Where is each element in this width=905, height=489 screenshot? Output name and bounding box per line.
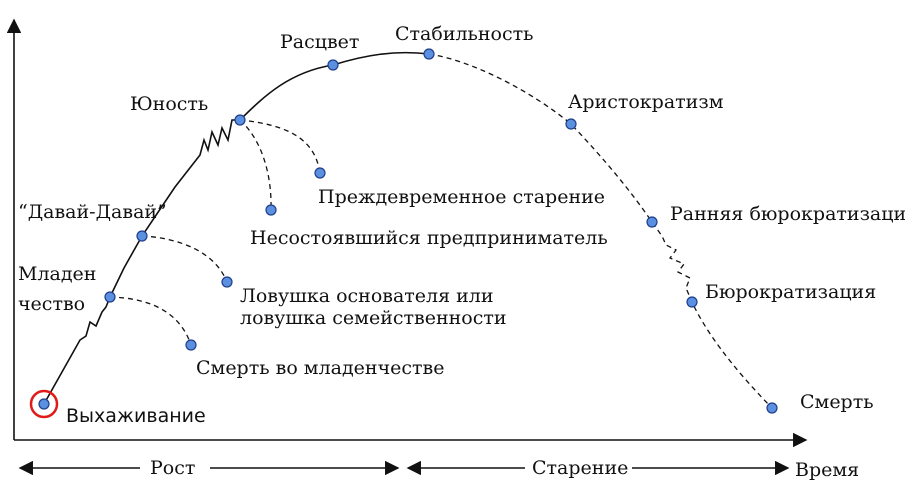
node-survival bbox=[38, 398, 50, 410]
node-aristocracy bbox=[565, 118, 577, 130]
node-gogo bbox=[136, 230, 148, 242]
label-infant-mortality: Смерть во младенчестве bbox=[196, 357, 444, 379]
node-premature-aging bbox=[314, 167, 326, 179]
label-unfulfilled: Несостоявшийся предприниматель bbox=[250, 227, 608, 249]
node-founder-trap bbox=[221, 276, 233, 288]
label-bureaucracy: Бюрократизация bbox=[705, 281, 876, 303]
label-time: Время bbox=[795, 459, 859, 481]
node-youth bbox=[234, 114, 246, 126]
label-infancy-2: чество bbox=[18, 293, 85, 315]
node-stability bbox=[423, 48, 435, 60]
growth-curve bbox=[43, 51, 430, 405]
label-prime: Расцвет bbox=[280, 31, 359, 53]
aging-curve bbox=[428, 53, 773, 409]
survival-highlight bbox=[29, 389, 59, 419]
label-early-bureaucracy: Ранняя бюрократизаци bbox=[670, 203, 905, 225]
label-growth: Рост bbox=[150, 457, 195, 479]
label-aging: Старение bbox=[532, 457, 628, 479]
node-bureaucracy bbox=[686, 296, 698, 308]
branch-infant-mortality bbox=[109, 296, 192, 346]
label-youth: Юность bbox=[130, 93, 208, 115]
label-survival: Выхаживание bbox=[66, 405, 206, 427]
branch-premature-aging bbox=[239, 119, 321, 174]
label-founder-trap-1: Ловушка основателя или bbox=[240, 285, 494, 307]
label-aristocracy: Аристократизм bbox=[568, 91, 724, 113]
node-prime bbox=[327, 59, 339, 71]
label-founder-trap-2: ловушка семейственности bbox=[240, 307, 507, 329]
branch-unfulfilled bbox=[239, 119, 272, 211]
branch-founder-trap bbox=[141, 235, 228, 283]
node-infant-mortality bbox=[185, 339, 197, 351]
label-gogo: “Давай-Давай” bbox=[18, 201, 167, 223]
node-early-bureaucracy bbox=[646, 216, 658, 228]
label-premature-aging: Преждевременное старение bbox=[318, 186, 605, 208]
label-infancy-1: Младен bbox=[18, 263, 96, 285]
node-infancy bbox=[104, 291, 116, 303]
label-stability: Стабильность bbox=[395, 23, 534, 45]
label-death: Смерть bbox=[800, 391, 874, 413]
node-death bbox=[766, 402, 778, 414]
node-unfulfilled bbox=[265, 204, 277, 216]
